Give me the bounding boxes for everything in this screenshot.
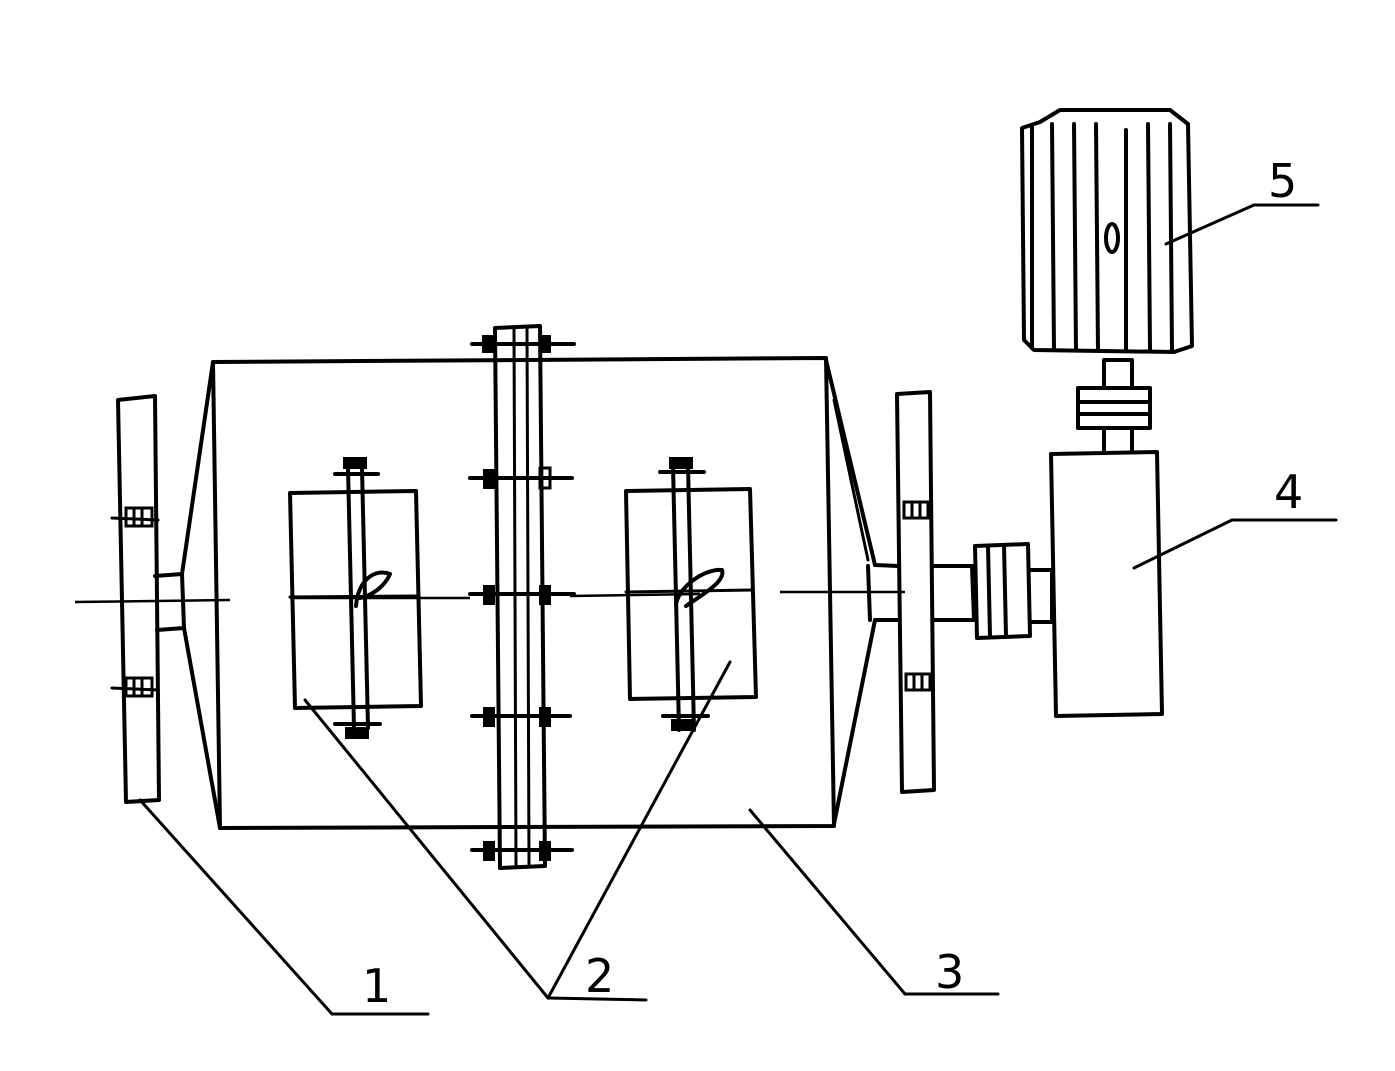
shaft-coupling <box>930 542 1054 640</box>
label-3: 3 <box>935 945 964 999</box>
left-support-part-1 <box>110 394 186 804</box>
motor-part-5 <box>1020 108 1194 354</box>
motor-coupling <box>1076 358 1152 454</box>
label-2: 2 <box>585 949 614 1003</box>
label-1: 1 <box>362 959 391 1013</box>
label-5: 5 <box>1268 154 1297 208</box>
left-window-part-2 <box>288 457 423 739</box>
label-4: 4 <box>1274 465 1303 519</box>
reducer-part-4 <box>1049 450 1164 718</box>
right-window-part-2 <box>624 457 758 732</box>
leader-lines <box>138 203 1338 1016</box>
right-support <box>866 390 936 794</box>
center-clamp-bar <box>468 324 576 870</box>
drum-body-part-3 <box>180 356 877 830</box>
